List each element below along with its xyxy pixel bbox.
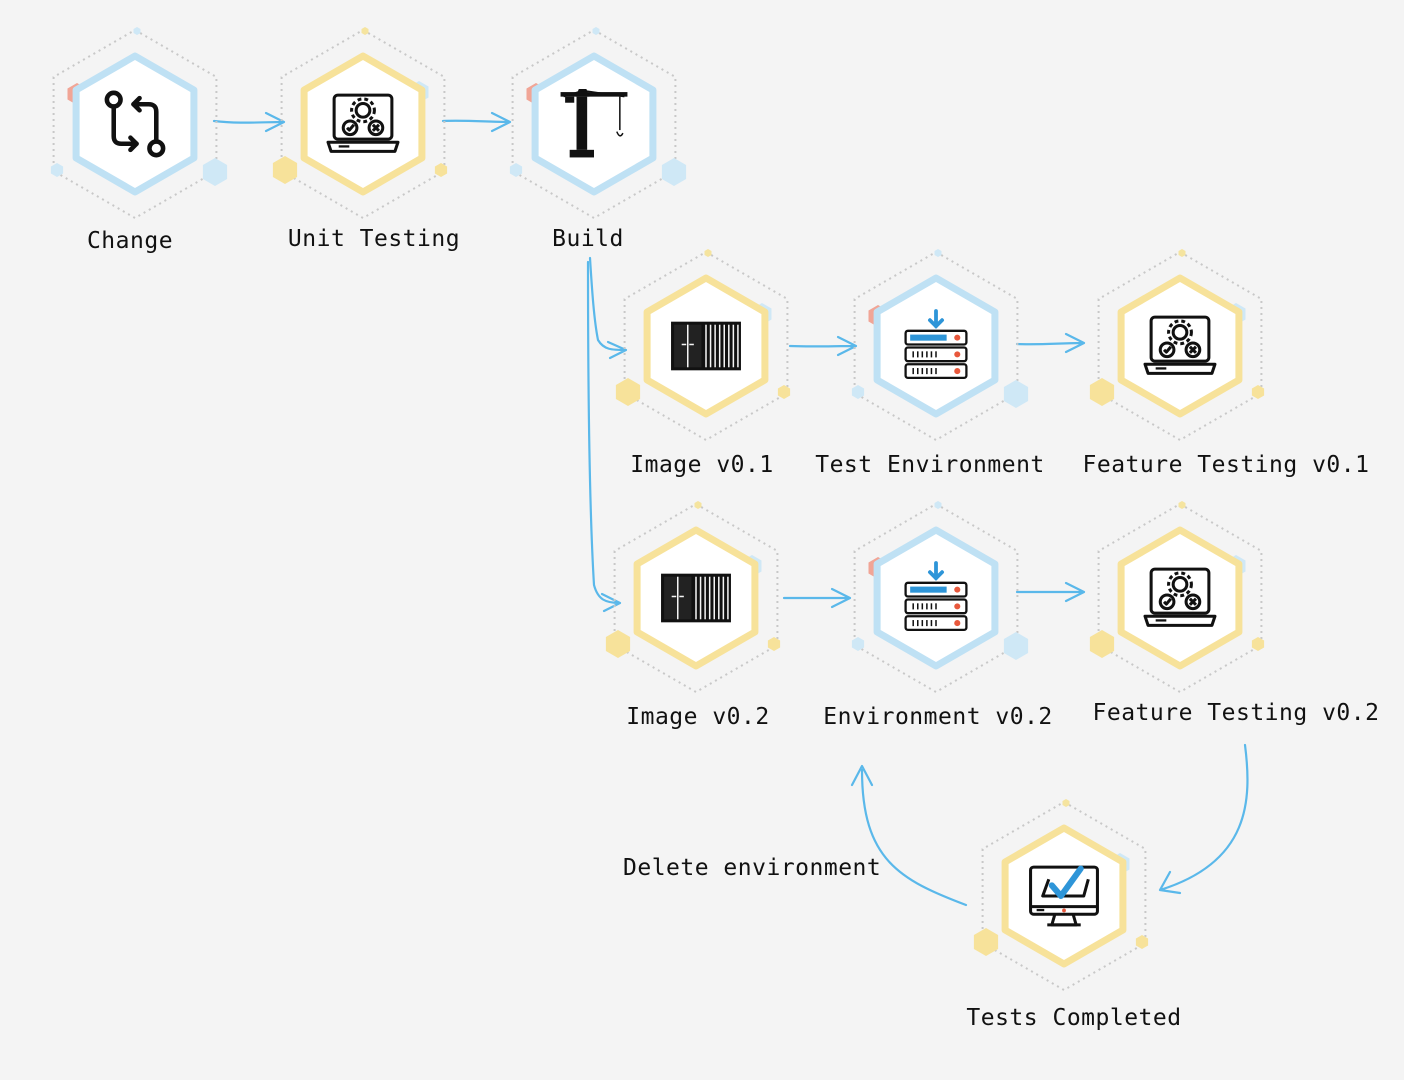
dotted-hexagon-outline — [853, 502, 1019, 694]
decorative-hexagon — [973, 928, 999, 956]
edge-label-delete-environment: Delete environment — [623, 855, 881, 881]
arrow-unit-testing-to-build — [441, 111, 512, 133]
decorative-hexagon — [1135, 935, 1149, 949]
node-label: Tests Completed — [966, 1005, 1181, 1031]
node-hexagon — [1117, 526, 1243, 670]
arrow-change-to-unit-testing — [212, 111, 286, 133]
arrow-build-to-image-v01 — [588, 256, 628, 360]
decorative-hexagon — [1251, 385, 1265, 399]
decorative-hexagon — [133, 27, 141, 35]
node-image-v01: Image v0.1 — [615, 249, 791, 478]
decorative-hexagon — [851, 385, 865, 399]
decorative-hexagon — [1178, 249, 1186, 257]
node-environment-v02: Environment v0.2 — [823, 501, 1053, 730]
decorative-hexagon — [605, 630, 631, 658]
node-feature-testing-v02: Feature Testing v0.2 — [1089, 501, 1380, 726]
container-icon — [670, 320, 742, 372]
node-label: Feature Testing v0.1 — [1083, 452, 1370, 478]
node-image-v02: Image v0.2 — [605, 501, 781, 730]
dotted-hexagon-outline — [280, 28, 446, 220]
arrow-test-environment-to-feature-testing-v01 — [1015, 332, 1086, 354]
arrow-build-to-image-v02 — [586, 260, 622, 613]
dotted-hexagon-outline — [613, 502, 779, 694]
node-hexagon — [873, 274, 999, 418]
node-hexagon — [873, 526, 999, 670]
dotted-hexagon-outline — [1097, 502, 1263, 694]
decorative-hexagon — [851, 637, 865, 651]
dotted-hexagon-outline — [623, 250, 789, 442]
decorative-hexagon — [1089, 630, 1115, 658]
node-label: Unit Testing — [288, 226, 460, 252]
dotted-hexagon-outline — [981, 800, 1147, 992]
dotted-hexagon-outline — [1097, 250, 1263, 442]
node-hexagon — [531, 52, 657, 196]
connector-arrows — [212, 111, 1249, 907]
decorative-hexagon — [202, 158, 228, 186]
decorative-hexagon — [509, 163, 523, 177]
arrow-image-v02-to-environment-v02 — [782, 587, 852, 609]
decorative-hexagon — [777, 385, 791, 399]
node-tests-completed: Tests Completed — [966, 799, 1181, 1031]
node-hexagon — [300, 52, 426, 196]
dotted-hexagon-outline — [853, 250, 1019, 442]
decorative-hexagon — [1089, 378, 1115, 406]
arrow-tests-completed-to-environment-v02 — [850, 764, 968, 907]
decorative-hexagon — [1178, 501, 1186, 509]
decorative-hexagon — [934, 501, 942, 509]
decorative-hexagon — [361, 27, 369, 35]
arrow-image-v01-to-test-environment — [788, 335, 858, 357]
decorative-hexagon — [1251, 637, 1265, 651]
decorative-hexagon — [1003, 632, 1029, 660]
node-hexagon — [72, 52, 198, 196]
dotted-hexagon-outline — [511, 28, 677, 220]
decorative-hexagon — [704, 249, 712, 257]
node-change: Change — [50, 27, 228, 254]
decorative-hexagon — [661, 158, 687, 186]
decorative-hexagon — [934, 249, 942, 257]
node-label: Image v0.2 — [626, 704, 769, 730]
decorative-hexagon — [50, 163, 64, 177]
node-label: Change — [87, 228, 173, 254]
decorative-hexagon — [434, 163, 448, 177]
node-hexagon — [1117, 274, 1243, 418]
node-label: Feature Testing v0.2 — [1093, 700, 1380, 726]
node-feature-testing-v01: Feature Testing v0.1 — [1083, 249, 1370, 478]
decorative-hexagon — [767, 637, 781, 651]
decorative-hexagon — [615, 378, 641, 406]
decorative-hexagon — [1062, 799, 1070, 807]
container-icon — [660, 572, 732, 624]
decorative-hexagon — [1003, 380, 1029, 408]
node-label: Environment v0.2 — [823, 704, 1053, 730]
arrow-feature-testing-v02-to-tests-completed — [1158, 743, 1249, 895]
decorative-hexagon — [592, 27, 600, 35]
node-build: Build — [509, 27, 687, 252]
dotted-hexagon-outline — [52, 28, 218, 220]
node-unit-testing: Unit Testing — [272, 27, 460, 252]
node-label: Build — [552, 226, 624, 252]
arrow-environment-v02-to-feature-testing-v02 — [1015, 581, 1086, 603]
node-label: Image v0.1 — [630, 452, 773, 478]
node-label: Test Environment — [815, 452, 1045, 478]
node-test-environment: Test Environment — [815, 249, 1045, 478]
decorative-hexagon — [694, 501, 702, 509]
decorative-hexagon — [272, 156, 298, 184]
